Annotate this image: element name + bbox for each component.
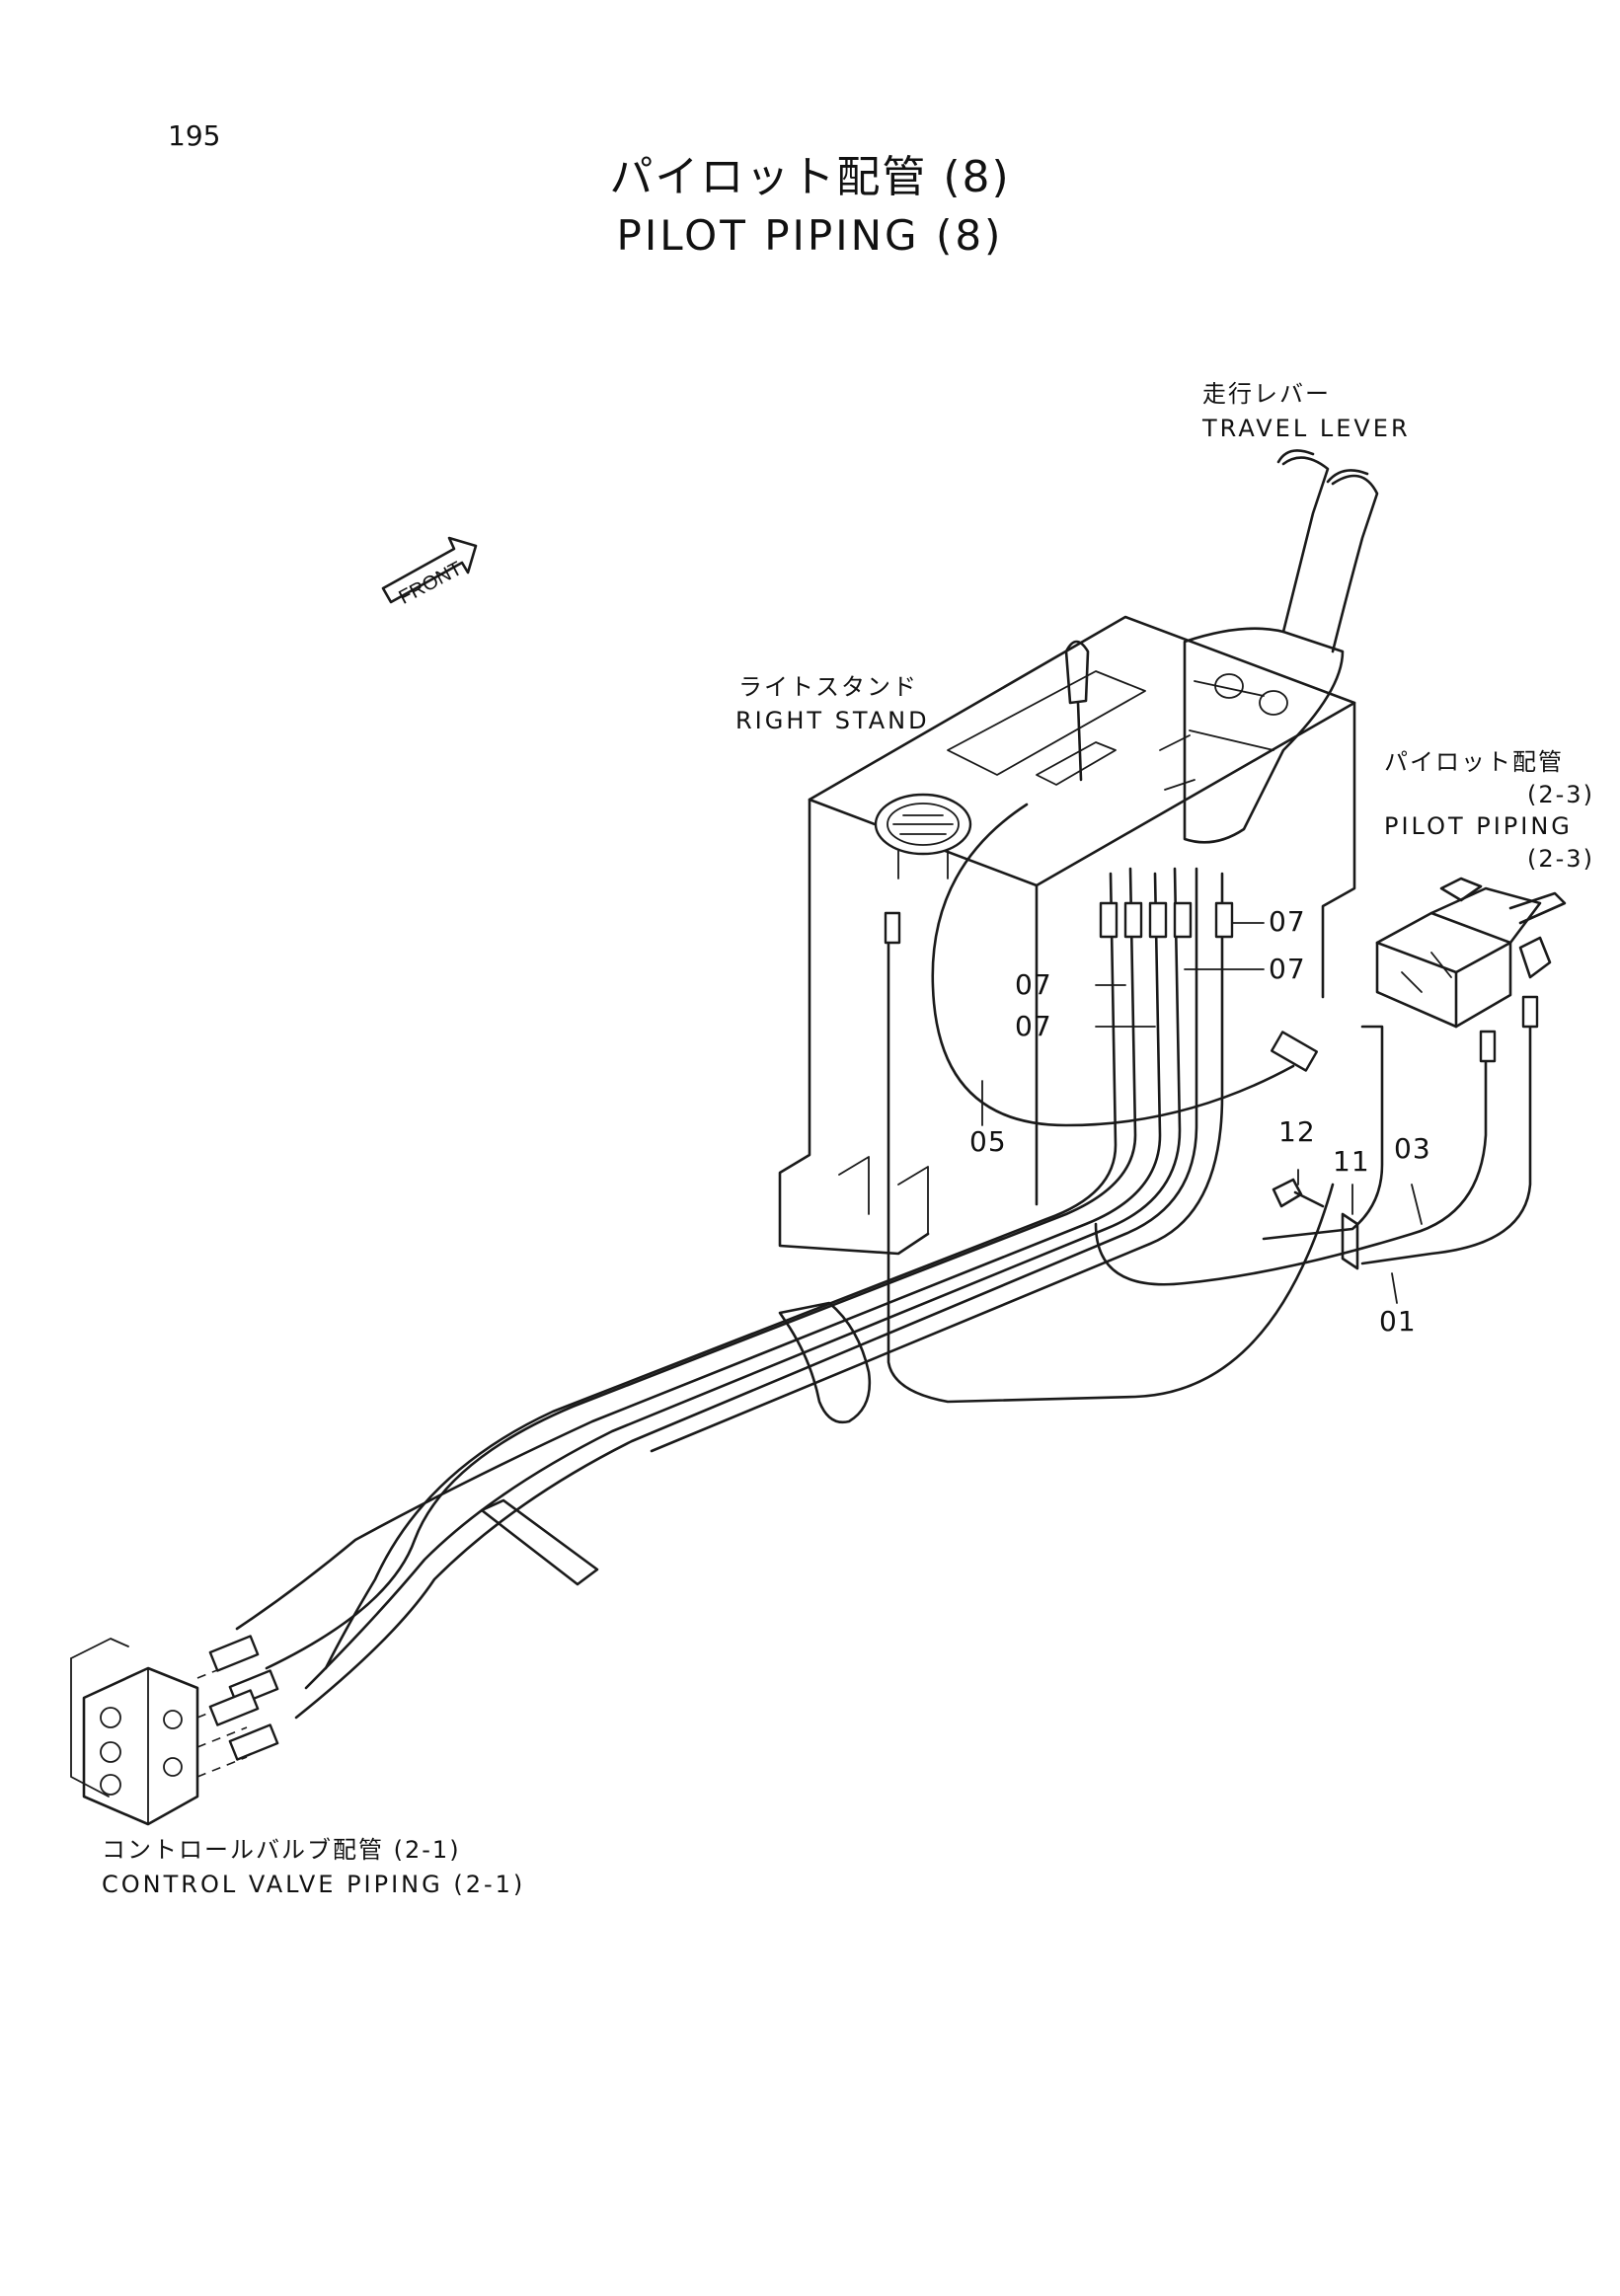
part-number-11: 11 — [1333, 1145, 1370, 1178]
front-arrow-label: FRONT — [396, 558, 466, 609]
part-number-05: 05 — [969, 1125, 1007, 1158]
control-valve — [70, 1638, 248, 1826]
leader-lines — [981, 922, 1423, 1304]
page-title-japanese: パイロット配管 (8) — [609, 152, 1011, 202]
bolt-12 — [1272, 1178, 1325, 1208]
pilot-piping-label-jp: パイロット配管 — [1384, 748, 1564, 776]
clamp-bundle-mid — [778, 1301, 872, 1424]
clamp-bundle-low — [480, 1498, 599, 1586]
page-title-english: PILOT PIPING (8) — [616, 211, 1004, 260]
hose-01-03 — [1094, 1010, 1532, 1286]
part-number-07: 07 — [1269, 953, 1306, 985]
front-arrow-icon: FRONT — [381, 536, 478, 609]
clamp-11 — [1341, 1212, 1359, 1270]
pilot-piping-label-en: PILOT PIPING — [1384, 812, 1573, 840]
control-valve-label-jp: コントロールバルブ配管 (2-1) — [102, 1836, 461, 1864]
hose-bundle — [235, 867, 1224, 1720]
part-number-03: 03 — [1394, 1132, 1431, 1165]
part-number-07: 07 — [1015, 1010, 1052, 1042]
control-valve-label-en: CONTROL VALVE PIPING (2-1) — [102, 1871, 526, 1898]
part-number-07: 07 — [1269, 905, 1306, 938]
page-number: 195 — [168, 119, 221, 152]
part-number-07: 07 — [1015, 968, 1052, 1001]
part-number-12: 12 — [1278, 1115, 1316, 1148]
pilot-piping-ref-2: (2-3) — [1527, 845, 1594, 873]
pilot-valve-block — [1375, 877, 1567, 1029]
hose-fittings — [208, 901, 1539, 1761]
pilot-piping-ref-1: (2-3) — [1527, 781, 1594, 808]
travel-lever-label-jp: 走行レバー — [1202, 380, 1331, 408]
travel-lever — [1159, 449, 1379, 844]
right-stand-console — [778, 615, 1356, 1256]
right-stand-label-en: RIGHT STAND — [735, 707, 930, 734]
travel-lever-label-en: TRAVEL LEVER — [1202, 415, 1411, 442]
part-number-01: 01 — [1379, 1305, 1417, 1338]
hose-05 — [887, 803, 1335, 1404]
right-stand-label-jp: ライトスタンド — [738, 673, 918, 701]
